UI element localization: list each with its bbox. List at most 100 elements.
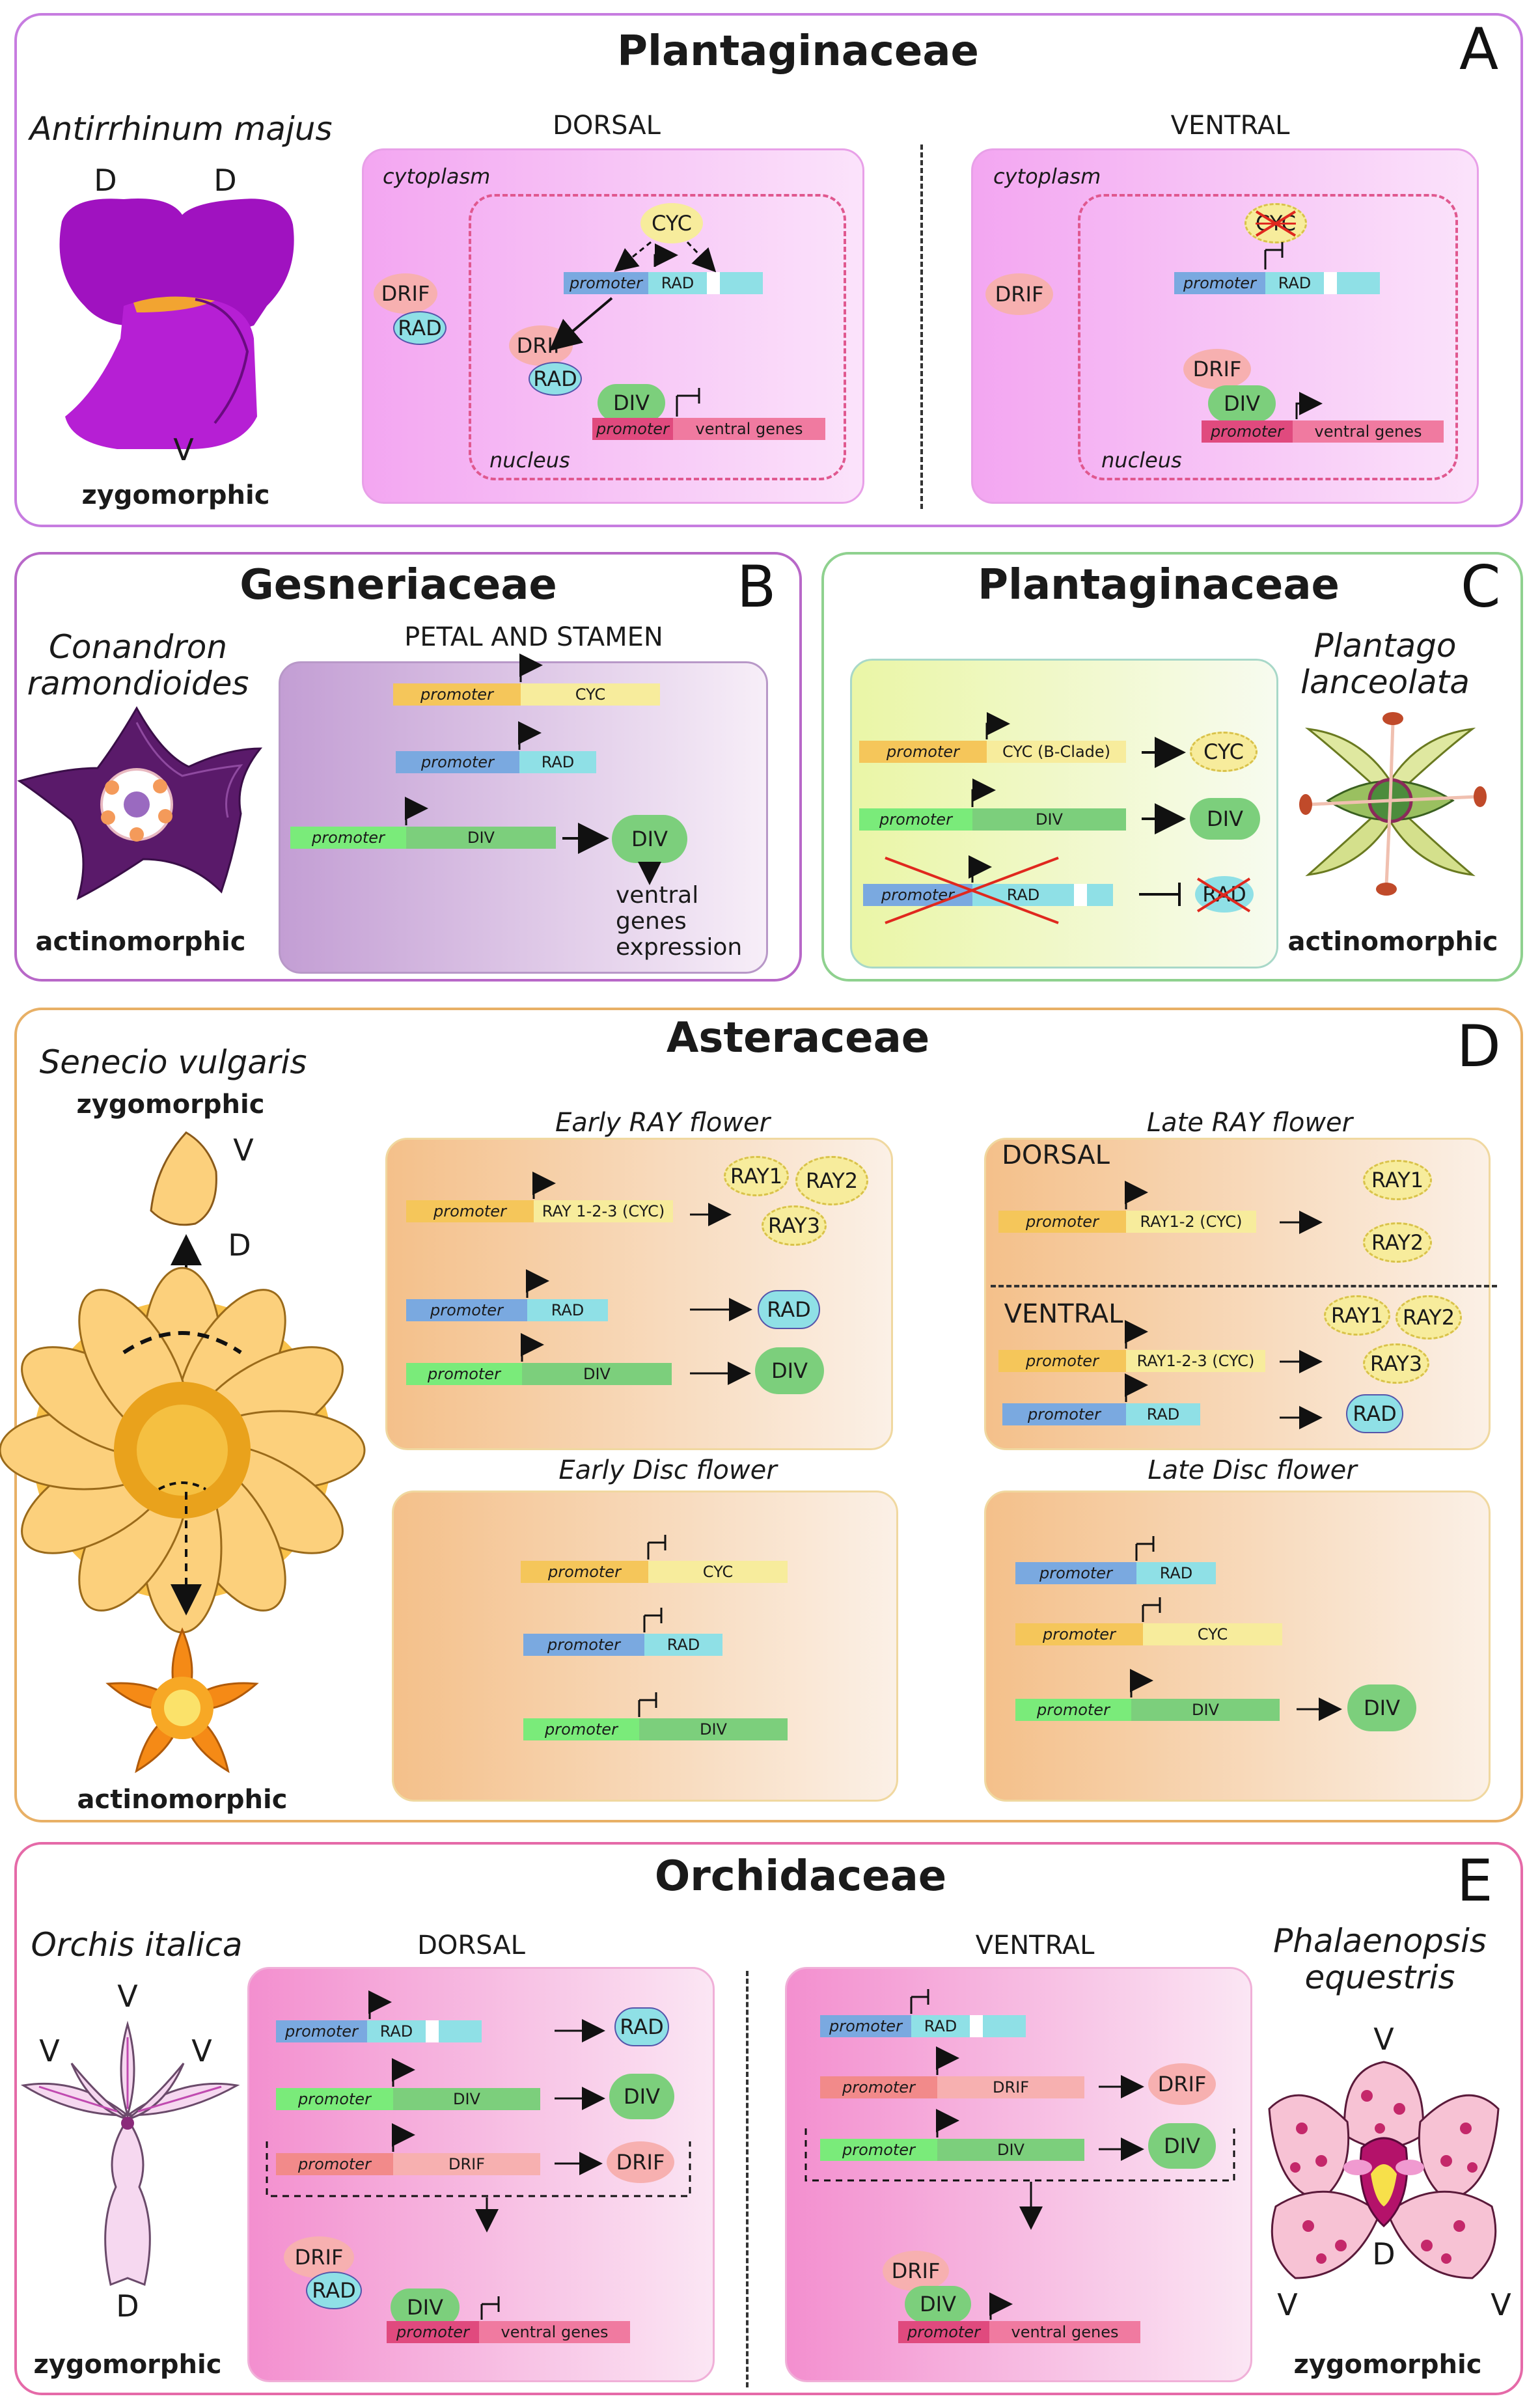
panel-c-div-gene: promoter DIV	[859, 808, 1126, 831]
orchis-d: D	[116, 2288, 139, 2324]
orchid-dorsal-rad: RAD	[614, 2007, 669, 2046]
panel-a-dorsal-rad-nuc: RAD	[529, 362, 582, 396]
late-disc-cell	[984, 1491, 1491, 1802]
late-ray-ray2: RAY2	[1363, 1222, 1432, 1263]
phal-v-left: V	[1277, 2287, 1298, 2322]
early-ray-ray1: RAY1	[724, 1156, 789, 1196]
early-ray-div: DIV	[755, 1347, 824, 1394]
orchid-dorsal-rad-gene: promoter RAD	[276, 2020, 482, 2042]
orchid-ventral-div-gene: promoter DIV	[820, 2139, 1084, 2161]
panel-a-ventral-rad-gene: promoter RAD	[1174, 272, 1380, 294]
early-ray-title: Early RAY flower	[555, 1108, 771, 1138]
panel-c-cyc-gene: promoter CYC (B-Clade)	[859, 741, 1126, 763]
late-ray-gene-3: promoter RAD	[1002, 1403, 1200, 1425]
panel-d-d: D	[228, 1228, 251, 1263]
late-disc-gene-2: promoter CYC	[1015, 1623, 1282, 1645]
panel-a-dorsal-nucleus-label: nucleus	[489, 448, 570, 473]
late-disc-gene-3: promoter DIV	[1015, 1699, 1280, 1721]
panel-c-div-protein: DIV	[1190, 798, 1260, 840]
panel-e-letter: E	[1457, 1847, 1493, 1914]
panel-d-species: Senecio vulgaris	[39, 1043, 307, 1081]
panel-a-d-right: D	[213, 163, 237, 198]
panel-e-symmetry-right: zygomorphic	[1293, 2350, 1482, 2380]
early-ray-ray2: RAY2	[795, 1156, 868, 1205]
panel-d-symmetry-top: zygomorphic	[76, 1090, 265, 1120]
orchid-ventral-label: VENTRAL	[975, 1931, 1095, 1960]
panel-b-heading: PETAL AND STAMEN	[404, 622, 663, 652]
orchid-dorsal-div: DIV	[609, 2074, 674, 2119]
panel-e-species-right: Phalaenopsis equestris	[1273, 1922, 1487, 1996]
panel-b-rad-gene: promoter RAD	[396, 751, 596, 773]
phal-v-top: V	[1373, 2022, 1394, 2057]
panel-a-dorsal-ventral-gene: promoter ventral genes	[592, 418, 825, 440]
panel-a-title: Plantaginaceae	[617, 27, 979, 76]
panel-b-div-protein: DIV	[612, 815, 687, 863]
panel-a-ventral-drif-cyto: DRIF	[985, 273, 1053, 315]
late-ray-rad: RAD	[1346, 1394, 1403, 1433]
early-ray-ray3: RAY3	[762, 1205, 827, 1246]
panel-b-symmetry: actinomorphic	[35, 927, 246, 957]
orchis-v-top: V	[117, 1979, 138, 2014]
panel-d-title: Asteraceae	[666, 1014, 930, 1062]
panel-a-dorsal-rad-cyto: RAD	[393, 311, 447, 345]
panel-b-letter: B	[737, 553, 777, 620]
late-ray-vray3: RAY3	[1363, 1343, 1429, 1384]
panel-c-symmetry: actinomorphic	[1287, 927, 1498, 957]
panel-e-divider	[746, 1971, 749, 2387]
panel-a-divider	[920, 144, 923, 509]
phal-v-right: V	[1491, 2287, 1511, 2322]
early-disc-gene-1: promoter CYC	[521, 1561, 788, 1583]
early-disc-gene-2: promoter RAD	[523, 1634, 722, 1656]
early-ray-gene-1: promoter RAY 1-2-3 (CYC)	[406, 1200, 673, 1222]
panel-b-expression: ventral genes expression	[616, 882, 743, 961]
panel-a-ventral-cytoplasm: cytoplasm	[993, 164, 1101, 189]
late-ray-divider	[991, 1285, 1497, 1287]
late-ray-ray1: RAY1	[1363, 1160, 1432, 1200]
phal-d: D	[1372, 2236, 1396, 2272]
early-ray-gene-3: promoter DIV	[406, 1363, 672, 1385]
late-ray-vray2: RAY2	[1396, 1295, 1462, 1340]
panel-b-species: Conandron ramondioides	[27, 628, 249, 702]
panel-a-v: V	[173, 432, 194, 467]
late-ray-dorsal: DORSAL	[1002, 1140, 1110, 1170]
late-disc-title: Late Disc flower	[1148, 1455, 1357, 1485]
panel-a-dorsal-div: DIV	[598, 384, 665, 422]
panel-a-dorsal-drif-nuc: DRIF	[509, 325, 573, 366]
orchid-ventral-div: DIV	[1148, 2123, 1216, 2169]
orchid-dorsal-label: DORSAL	[417, 1931, 525, 1960]
orchid-ventral-complex-div: DIV	[905, 2286, 971, 2322]
panel-a-ventral-cell	[971, 148, 1479, 504]
panel-b-title: Gesneriaceae	[240, 561, 557, 609]
late-ray-gene-1: promoter RAY1-2 (CYC)	[998, 1211, 1256, 1233]
panel-a-letter: A	[1459, 16, 1499, 83]
orchid-ventral-ventral-gene: promoter ventral genes	[898, 2321, 1140, 2343]
late-ray-gene-2: promoter RAY1-2-3 (CYC)	[998, 1350, 1265, 1372]
panel-a-species: Antirrhinum majus	[29, 110, 333, 148]
panel-a-dorsal-cyc: CYC	[640, 203, 703, 243]
orchid-dorsal-drif-gene: promoter DRIF	[276, 2153, 540, 2175]
early-ray-rad: RAD	[758, 1290, 820, 1329]
panel-a-d-left: D	[94, 163, 117, 198]
panel-a-ventral-drif-nuc: DRIF	[1183, 349, 1251, 389]
late-ray-title: Late RAY flower	[1146, 1108, 1353, 1138]
panel-a-dorsal-drif-cyto: DRIF	[374, 273, 437, 314]
panel-c-rad-gene: promoter RAD	[863, 884, 1113, 906]
panel-a-dorsal-rad-gene: promoter RAD	[564, 272, 763, 294]
panel-b-div-gene: promoter DIV	[290, 827, 556, 849]
late-disc-gene-1: promoter RAD	[1015, 1562, 1216, 1584]
panel-c-title: Plantaginaceae	[978, 561, 1340, 609]
early-disc-title: Early Disc flower	[558, 1455, 777, 1485]
orchid-ventral-drif: DRIF	[1148, 2063, 1216, 2105]
orchis-v-right: V	[191, 2033, 212, 2068]
panel-c-rad-protein: RAD	[1195, 876, 1254, 913]
panel-d-v: V	[233, 1133, 254, 1168]
panel-d-symmetry-bottom: actinomorphic	[77, 1785, 288, 1815]
orchid-dorsal-complex-div: DIV	[391, 2288, 460, 2326]
panel-a-symmetry: zygomorphic	[81, 480, 270, 510]
panel-a-ventral-ventral-gene: promoter ventral genes	[1202, 420, 1444, 443]
orchid-dorsal-complex-drif: DRIF	[284, 2236, 354, 2278]
panel-e-title: Orchidaceae	[654, 1852, 947, 1901]
orchid-ventral-drif-gene: promoter DRIF	[820, 2076, 1084, 2098]
late-ray-ventral: VENTRAL	[1004, 1299, 1123, 1329]
orchid-dorsal-ventral-gene: promoter ventral genes	[387, 2321, 630, 2343]
